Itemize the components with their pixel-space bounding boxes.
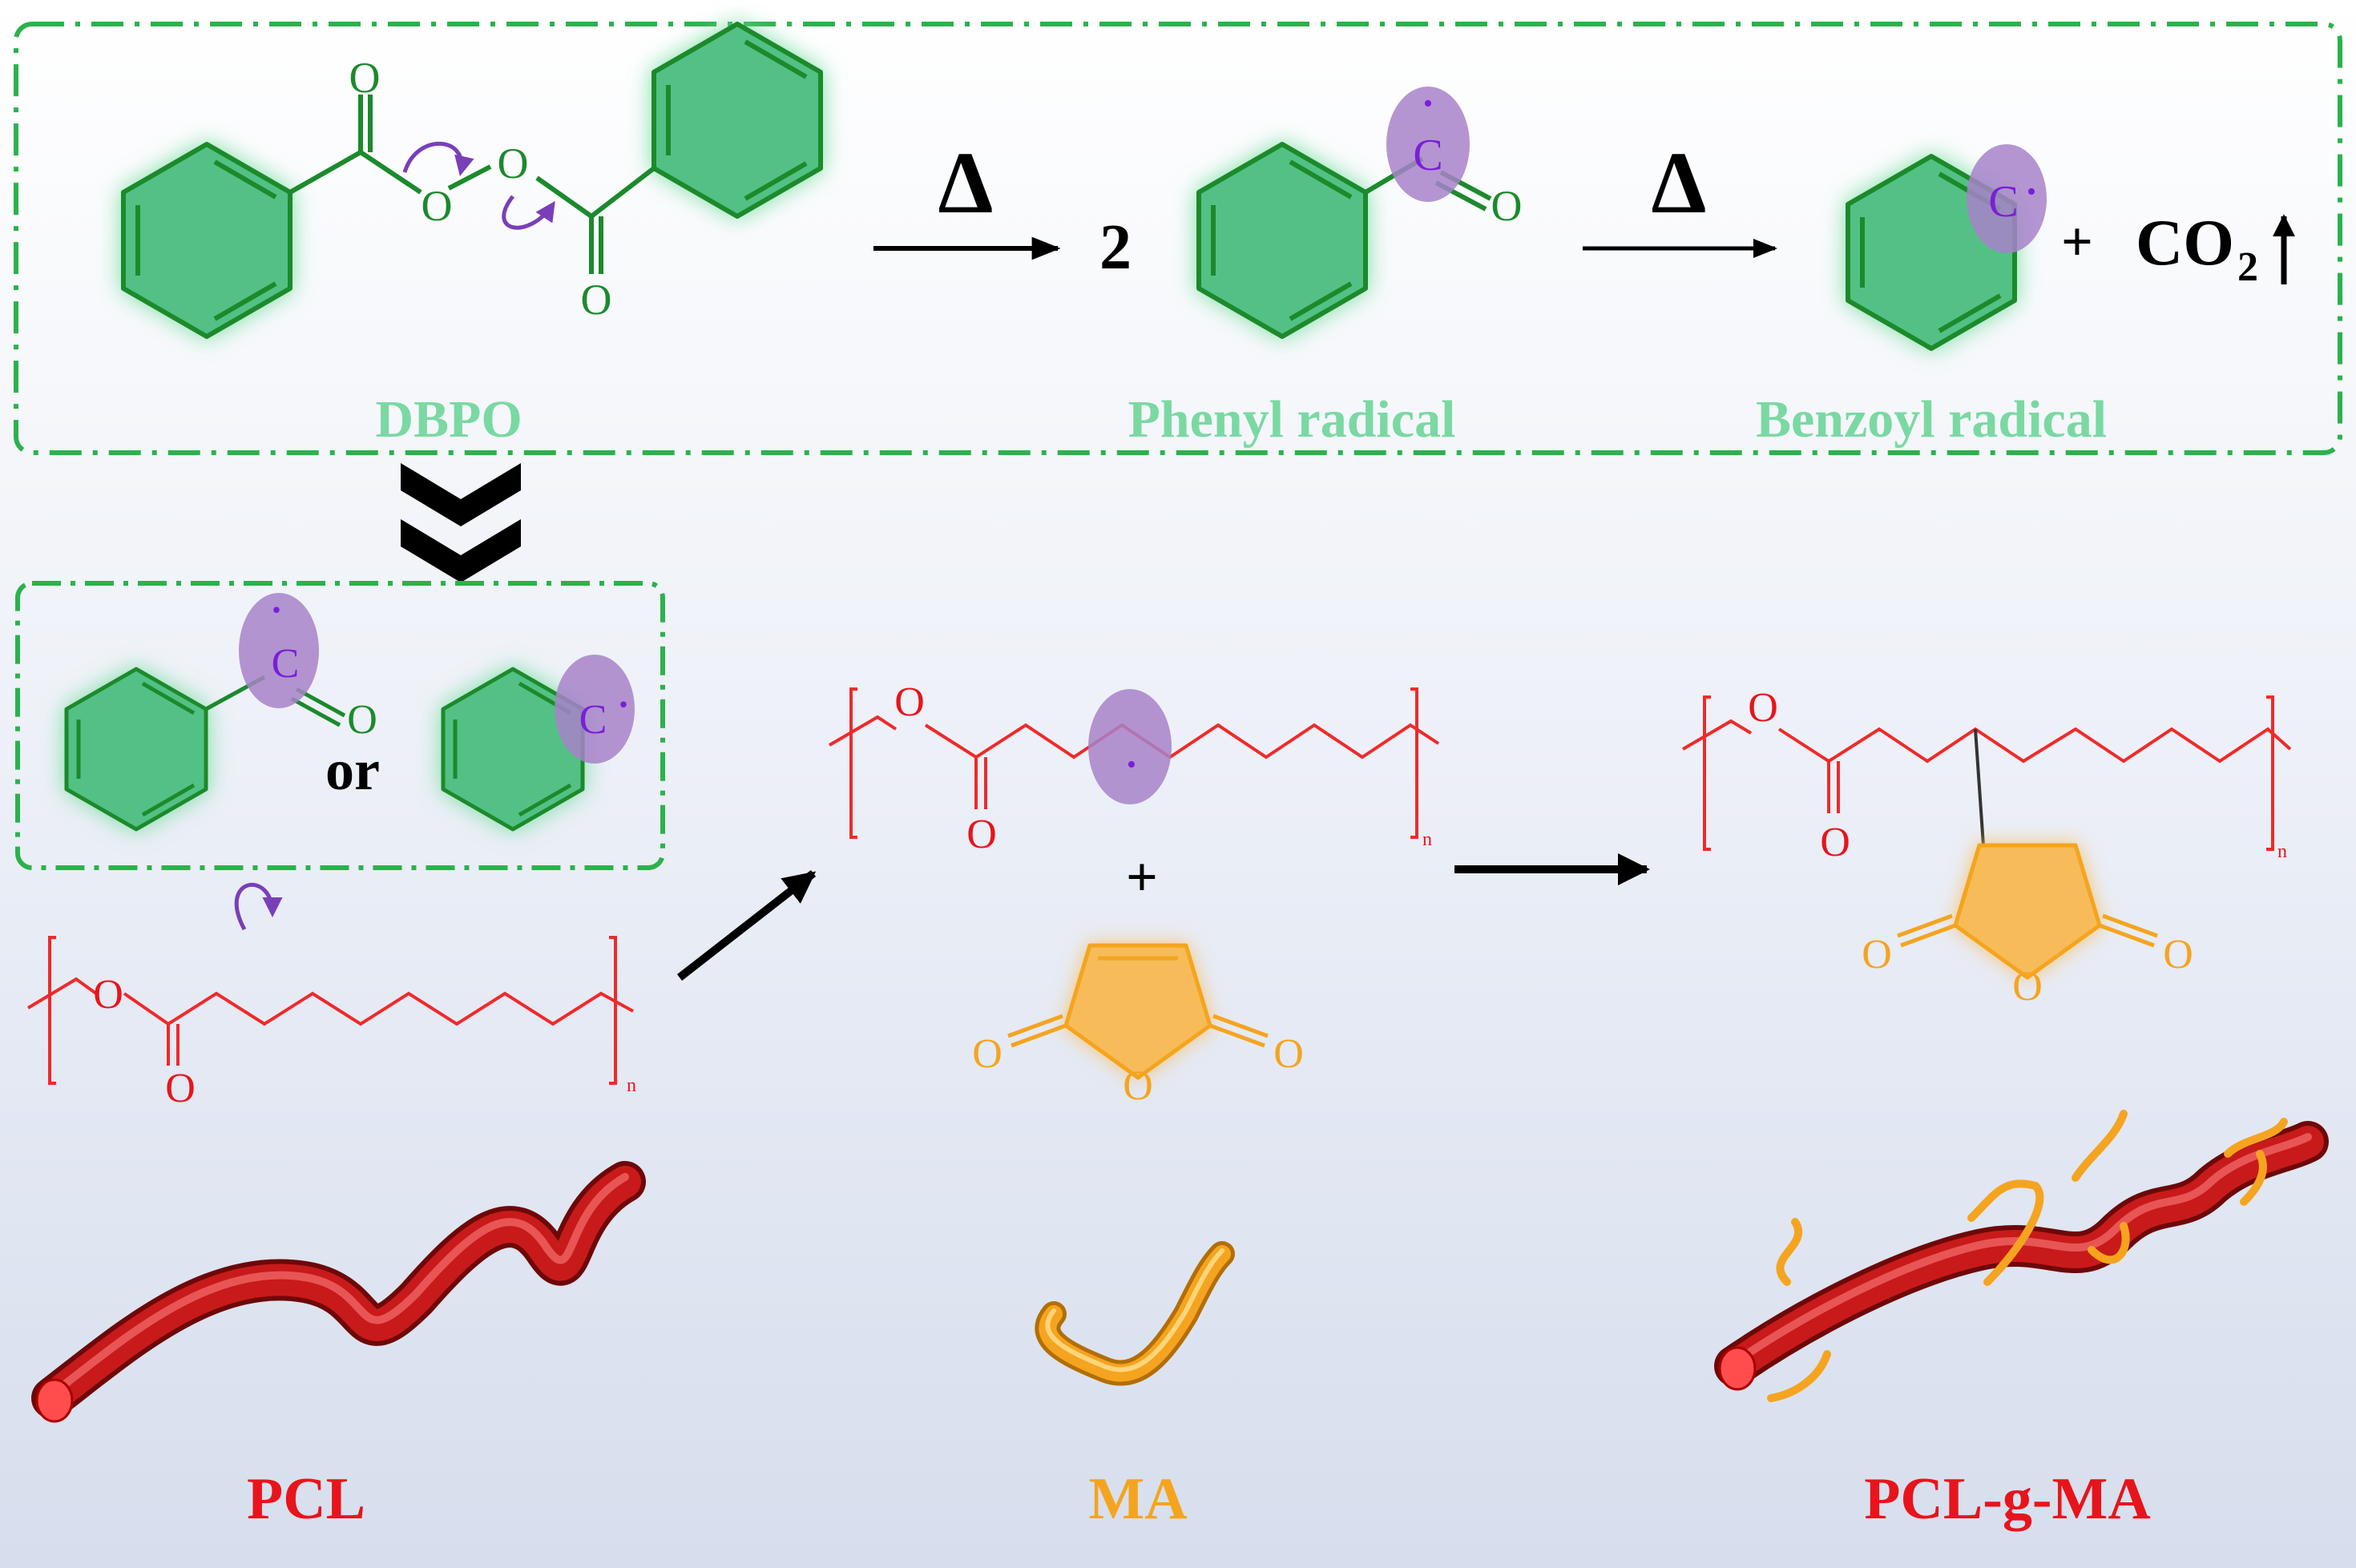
atom-o: O: [1123, 1063, 1153, 1109]
electron-arrow: [234, 882, 283, 931]
radical-choice-box: [15, 581, 665, 870]
pcl-label: PCL: [247, 1466, 365, 1532]
co2-subscript: 2: [2237, 244, 2258, 290]
atom-o: O: [1820, 820, 1850, 865]
atom-o: O: [349, 54, 381, 102]
pcl-g-ma-unit: [1681, 695, 2292, 851]
grafted-anhydride-molecule: O O O: [1862, 843, 2193, 1010]
heat-symbol: Δ: [1652, 134, 1707, 232]
repeat-n: n: [1422, 829, 1432, 850]
pcl-repeat-unit: [26, 936, 634, 1085]
phenyl-radical-molecule: C • O: [1199, 87, 1523, 337]
atom-c: C: [1413, 131, 1442, 180]
heat-arrow: Δ: [873, 134, 1061, 260]
reaction-arrow: [676, 870, 817, 981]
phenyl-radical-small: C • O: [67, 593, 377, 829]
radical-dot: •: [619, 690, 627, 719]
phenyl-radical-label: Phenyl radical: [1128, 390, 1456, 449]
plus-sign: +: [1126, 847, 1158, 909]
or-label: or: [325, 738, 380, 802]
pcl-radical-unit: [828, 687, 1440, 839]
co2-product: CO 2: [2136, 206, 2295, 290]
radical-dot: •: [2027, 177, 2036, 207]
maleic-anhydride-molecule: O O O: [972, 943, 1304, 1109]
dbpo-molecule: O O O O: [123, 24, 821, 337]
heat-arrow: Δ: [1583, 134, 1777, 258]
coefficient-2: 2: [1099, 212, 1132, 283]
radical-dot: •: [272, 595, 280, 624]
atom-o: O: [165, 1066, 196, 1111]
atom-o: O: [1748, 685, 1778, 731]
atom-o: O: [972, 1031, 1003, 1077]
electron-arrow: [502, 195, 555, 230]
atom-o: O: [894, 679, 925, 725]
atom-c: C: [579, 697, 607, 743]
heat-symbol: Δ: [938, 134, 994, 232]
double-chevron-down-icon: [401, 463, 521, 582]
benzoyl-radical-label: Benzoyl radical: [1756, 390, 2107, 449]
atom-o: O: [1491, 182, 1523, 230]
atom-c: C: [272, 641, 300, 687]
radical-highlight: [555, 655, 635, 764]
electron-arrow: [402, 141, 474, 176]
pcl-chain-illustration: [31, 1161, 646, 1423]
atom-o: O: [498, 139, 529, 187]
atom-o: O: [966, 812, 997, 857]
benzoyl-radical-molecule: C •: [1848, 144, 2047, 349]
atom-o: O: [347, 697, 377, 743]
repeat-n: n: [627, 1075, 636, 1096]
atom-o: O: [93, 972, 123, 1018]
benzoyl-radical-small: C •: [443, 655, 635, 829]
atom-c: C: [1988, 177, 2018, 227]
pcl-g-ma-chain-illustration: [1714, 1110, 2329, 1402]
radical-highlight: [239, 593, 319, 708]
radical-highlight: [1967, 144, 2047, 253]
ma-chain-illustration: [1035, 1241, 1235, 1386]
co2-label: CO: [2136, 206, 2234, 279]
radical-dot: •: [1127, 750, 1136, 780]
radical-highlight: [1386, 87, 1470, 202]
atom-o: O: [1862, 932, 1892, 977]
pcl-g-ma-label: PCL-g-MA: [1864, 1466, 2151, 1532]
radical-highlight: [1088, 689, 1172, 804]
ma-label: MA: [1088, 1466, 1187, 1532]
atom-o: O: [2012, 964, 2043, 1010]
radical-dot: •: [1423, 89, 1433, 119]
atom-o: O: [1273, 1031, 1304, 1077]
repeat-n: n: [2277, 841, 2287, 862]
atom-o: O: [581, 276, 612, 324]
plus-sign: +: [2061, 212, 2093, 273]
atom-o: O: [2163, 932, 2193, 977]
decomposition-box: [14, 22, 2342, 455]
dbpo-label: DBPO: [375, 390, 522, 449]
atom-o: O: [422, 182, 453, 230]
